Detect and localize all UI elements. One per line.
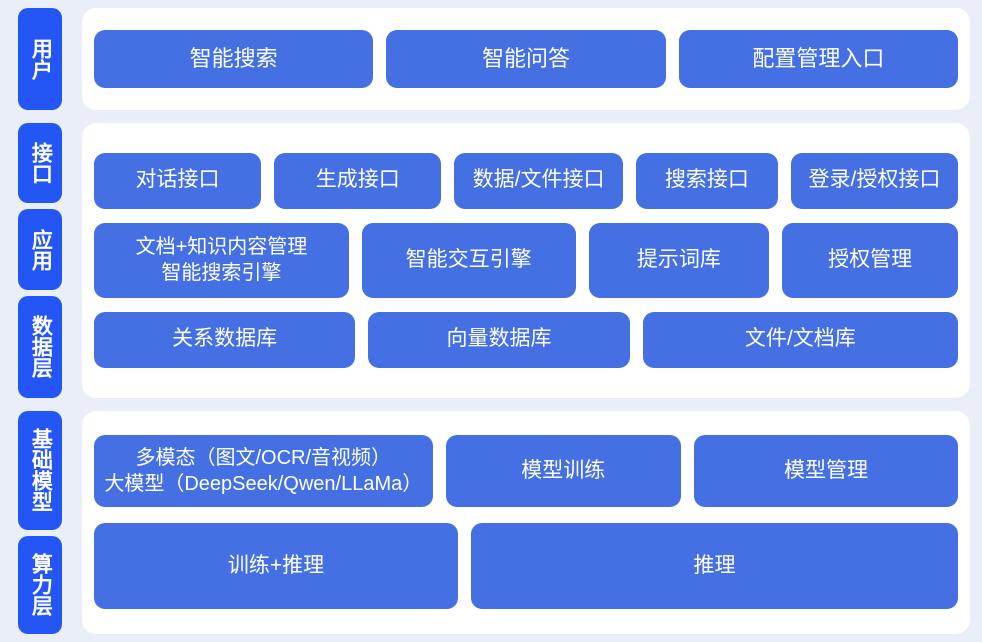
band-middle: 接口 应用 数据层 对话接口 生成接口 数据/文件接口 搜索接口 登录/授权接口… <box>0 122 970 398</box>
tab-application[interactable]: 应用 <box>18 209 62 290</box>
box-smart-qa[interactable]: 智能问答 <box>386 29 666 88</box>
row-application: 文档+知识内容管理 智能搜索引擎 智能交互引擎 提示词库 授权管理 <box>94 222 958 298</box>
panel-base: 多模态（图文/OCR/音视频） 大模型（DeepSeek/Qwen/LLaMa）… <box>82 410 970 634</box>
box-multimodal-large-model[interactable]: 多模态（图文/OCR/音视频） 大模型（DeepSeek/Qwen/LLaMa） <box>94 435 433 508</box>
box-smart-search[interactable]: 智能搜索 <box>94 29 374 88</box>
tab-data-layer[interactable]: 数据层 <box>18 296 62 398</box>
box-model-management[interactable]: 模型管理 <box>694 435 958 508</box>
tab-user[interactable]: 用户 <box>18 8 62 110</box>
box-authorization-management[interactable]: 授权管理 <box>782 222 958 298</box>
box-smart-interaction-engine[interactable]: 智能交互引擎 <box>361 222 576 298</box>
row-compute: 训练+推理 推理 <box>94 523 958 610</box>
panel-middle: 对话接口 生成接口 数据/文件接口 搜索接口 登录/授权接口 文档+知识内容管理… <box>82 122 970 398</box>
tab-interface[interactable]: 接口 <box>18 122 62 204</box>
box-generation-interface[interactable]: 生成接口 <box>274 152 442 209</box>
band-user-tabs: 用户 <box>0 8 62 110</box>
box-dialog-interface[interactable]: 对话接口 <box>94 152 262 209</box>
box-vector-database[interactable]: 向量数据库 <box>368 311 630 368</box>
row-user: 智能搜索 智能问答 配置管理入口 <box>94 29 958 88</box>
row-model: 多模态（图文/OCR/音视频） 大模型（DeepSeek/Qwen/LLaMa）… <box>94 435 958 508</box>
box-data-file-interface[interactable]: 数据/文件接口 <box>454 152 623 209</box>
box-model-training[interactable]: 模型训练 <box>445 435 682 508</box>
row-data: 关系数据库 向量数据库 文件/文档库 <box>94 311 958 368</box>
box-config-management-entry[interactable]: 配置管理入口 <box>678 29 958 88</box>
band-user: 用户 智能搜索 智能问答 配置管理入口 <box>0 8 970 110</box>
box-login-auth-interface[interactable]: 登录/授权接口 <box>790 152 958 209</box>
tab-compute-layer[interactable]: 算力层 <box>18 535 62 635</box>
box-prompt-library[interactable]: 提示词库 <box>588 222 770 298</box>
box-training-inference[interactable]: 训练+推理 <box>94 523 459 610</box>
tab-foundation-model[interactable]: 基础模型 <box>18 410 62 530</box>
box-search-interface[interactable]: 搜索接口 <box>635 152 778 209</box>
box-relational-database[interactable]: 关系数据库 <box>94 311 356 368</box>
row-interface: 对话接口 生成接口 数据/文件接口 搜索接口 登录/授权接口 <box>94 152 958 209</box>
band-base: 基础模型 算力层 多模态（图文/OCR/音视频） 大模型（DeepSeek/Qw… <box>0 410 970 635</box>
band-base-tabs: 基础模型 算力层 <box>0 410 62 635</box>
box-file-document-store[interactable]: 文件/文档库 <box>642 311 958 368</box>
panel-user: 智能搜索 智能问答 配置管理入口 <box>82 8 970 110</box>
box-inference[interactable]: 推理 <box>471 523 958 610</box>
band-middle-tabs: 接口 应用 数据层 <box>0 122 62 398</box>
box-doc-knowledge-management[interactable]: 文档+知识内容管理 智能搜索引擎 <box>94 222 349 298</box>
